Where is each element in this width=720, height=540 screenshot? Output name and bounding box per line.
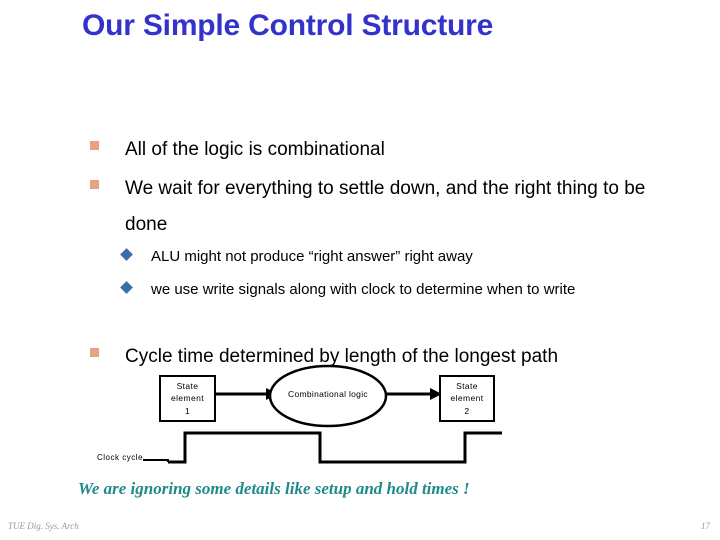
state-element-1-line3: 1 xyxy=(184,405,191,416)
bullet-item-3-label: Cycle time determined by length of the l… xyxy=(125,346,559,367)
footnote-text: We are ignoring some details like setup … xyxy=(78,479,470,498)
bullet-item-1: All of the logic is combinational xyxy=(90,132,690,168)
sub-bullet-item-1: ALU might not produce “right answer” rig… xyxy=(120,243,692,272)
square-bullet-icon xyxy=(90,348,99,357)
diamond-bullet-icon xyxy=(120,281,133,294)
square-bullet-icon xyxy=(90,141,99,150)
sub-bullet-item-2-label: we use write signals along with clock to… xyxy=(151,281,576,298)
state-element-1-line1: State xyxy=(176,381,199,391)
state-element-2-label: State element 2 xyxy=(440,380,494,417)
state-element-2-line2: element xyxy=(450,393,484,404)
square-bullet-icon xyxy=(90,180,99,189)
diamond-bullet-icon xyxy=(120,248,133,261)
state-element-2-line1: State xyxy=(456,381,478,391)
state-element-1-line2: element xyxy=(170,393,205,404)
bullet-item-3: Cycle time determined by length of the l… xyxy=(90,339,690,375)
sub-bullet-item-1-label: ALU might not produce “right answer” rig… xyxy=(151,248,473,265)
state-element-1-label: State element 1 xyxy=(160,380,215,417)
footer-source: TUE Dig. Sys. Arch xyxy=(8,521,79,531)
state-element-2-line3: 2 xyxy=(464,405,470,416)
clock-leader-line xyxy=(143,459,169,462)
bullet-item-1-label: All of the logic is combinational xyxy=(125,139,385,160)
combinational-logic-label: Combinational logic xyxy=(288,389,368,399)
page-title: Our Simple Control Structure xyxy=(82,9,494,42)
clock-waveform xyxy=(168,431,502,464)
bullet-item-2-label: We wait for everything to settle down, a… xyxy=(125,178,646,236)
clock-cycle-label: Clock cycle xyxy=(97,453,143,462)
bullet-item-2: We wait for everything to settle down, a… xyxy=(90,171,690,243)
footer-page-number: 17 xyxy=(701,521,710,531)
sub-bullet-item-2: we use write signals along with clock to… xyxy=(120,276,692,305)
